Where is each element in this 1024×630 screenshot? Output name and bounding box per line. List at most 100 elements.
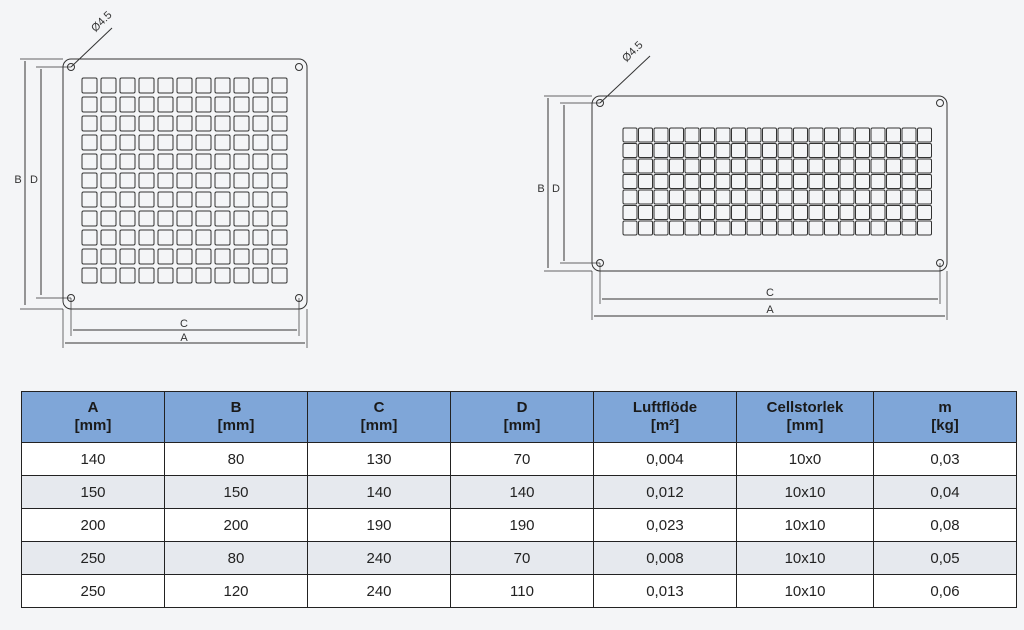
grille-cell <box>119 229 136 246</box>
grille-cell <box>684 205 700 220</box>
grille-cell <box>81 248 98 265</box>
grille-cell <box>157 153 174 170</box>
grille-cell <box>252 210 269 227</box>
grille-cell <box>252 229 269 246</box>
grille-cell <box>176 153 193 170</box>
grille-cell <box>157 210 174 227</box>
grille-cell <box>252 153 269 170</box>
grille-cell <box>119 248 136 265</box>
grille-cell <box>653 189 669 205</box>
grille-cell <box>777 174 793 189</box>
grille-cell <box>886 127 901 143</box>
grille-cell <box>777 205 793 220</box>
grille-cell <box>886 220 901 236</box>
table-row: 250 120 240 110 0,013 10x10 0,06 <box>21 574 1017 608</box>
grille-cell <box>119 172 136 189</box>
grille-cell <box>157 248 174 265</box>
grille-cell <box>81 115 98 132</box>
grille-cell <box>777 127 793 143</box>
grille-cell <box>271 172 288 189</box>
grille-cell <box>824 127 839 143</box>
grille-cell <box>195 191 212 208</box>
grille-cell <box>214 172 231 189</box>
grille-cell <box>762 127 777 143</box>
grille-cell <box>808 220 824 236</box>
grille-cell <box>81 229 98 246</box>
grille-cell <box>157 134 174 151</box>
grille-cell <box>622 220 638 236</box>
grille-cell <box>886 189 901 205</box>
grille-cell <box>917 220 932 236</box>
grille-cell <box>81 267 98 284</box>
grille-cell <box>195 248 212 265</box>
cell-mass: 0,03 <box>873 442 1017 476</box>
grille-cell <box>233 172 250 189</box>
grille-cell <box>195 229 212 246</box>
grille-cell <box>715 220 731 236</box>
grille-cell <box>622 158 638 174</box>
grille-cell <box>746 143 762 158</box>
grille-cell <box>715 158 731 174</box>
grille-cell <box>100 96 117 113</box>
cell-b: 120 <box>164 574 308 608</box>
grille-cell <box>233 229 250 246</box>
cell-a: 140 <box>21 442 165 476</box>
grille-cell <box>157 77 174 94</box>
cell-d: 190 <box>450 508 594 542</box>
grille-cell <box>195 77 212 94</box>
grille-cell <box>157 172 174 189</box>
grille-cell <box>731 127 746 143</box>
grille-cell <box>669 127 684 143</box>
grille-cell <box>870 143 886 158</box>
grille-cell <box>157 115 174 132</box>
grille-cell <box>808 158 824 174</box>
grille-cell <box>870 158 886 174</box>
grille-cell <box>138 134 155 151</box>
grille-cell <box>138 172 155 189</box>
grille-cell <box>731 143 746 158</box>
cell-mass: 0,08 <box>873 508 1017 542</box>
grille-cell <box>214 77 231 94</box>
grille-cell <box>824 158 839 174</box>
grille-cell <box>839 205 855 220</box>
grille-cell <box>176 77 193 94</box>
cell-d: 140 <box>450 475 594 509</box>
grille-cell <box>669 205 684 220</box>
grille-cell <box>855 205 870 220</box>
grille-cell <box>252 172 269 189</box>
grille-cell <box>176 115 193 132</box>
grille-cell <box>233 96 250 113</box>
cell-c: 130 <box>307 442 451 476</box>
grille-cell <box>824 220 839 236</box>
grille-cell <box>731 205 746 220</box>
grille-cell <box>138 229 155 246</box>
grille-cell <box>119 267 136 284</box>
cell-c: 240 <box>307 574 451 608</box>
grille-cell <box>870 205 886 220</box>
header-c: C[mm] <box>307 391 451 443</box>
grille-cell <box>793 220 808 236</box>
grille-cell <box>176 191 193 208</box>
grille-cell <box>100 229 117 246</box>
grille-cell <box>917 205 932 220</box>
grille-cell <box>839 143 855 158</box>
grille-cell <box>886 158 901 174</box>
dim-label-c: C <box>766 287 774 299</box>
grille-cell <box>138 96 155 113</box>
grille-cell <box>100 134 117 151</box>
table-header-row: A[mm] B[mm] C[mm] D[mm] Luftflöde[m²] Ce… <box>21 391 1017 443</box>
grille-cell <box>731 174 746 189</box>
grille-cell <box>81 153 98 170</box>
grille-cell <box>81 191 98 208</box>
grille-cell <box>157 96 174 113</box>
grille-cell <box>271 267 288 284</box>
grille-cell <box>855 189 870 205</box>
grille-cell <box>917 158 932 174</box>
grille-cell <box>119 153 136 170</box>
grille-cell <box>731 220 746 236</box>
cell-mass: 0,05 <box>873 541 1017 575</box>
grille-cell <box>669 220 684 236</box>
grille-cell <box>252 115 269 132</box>
grille-cell <box>233 248 250 265</box>
grille-cell <box>715 205 731 220</box>
